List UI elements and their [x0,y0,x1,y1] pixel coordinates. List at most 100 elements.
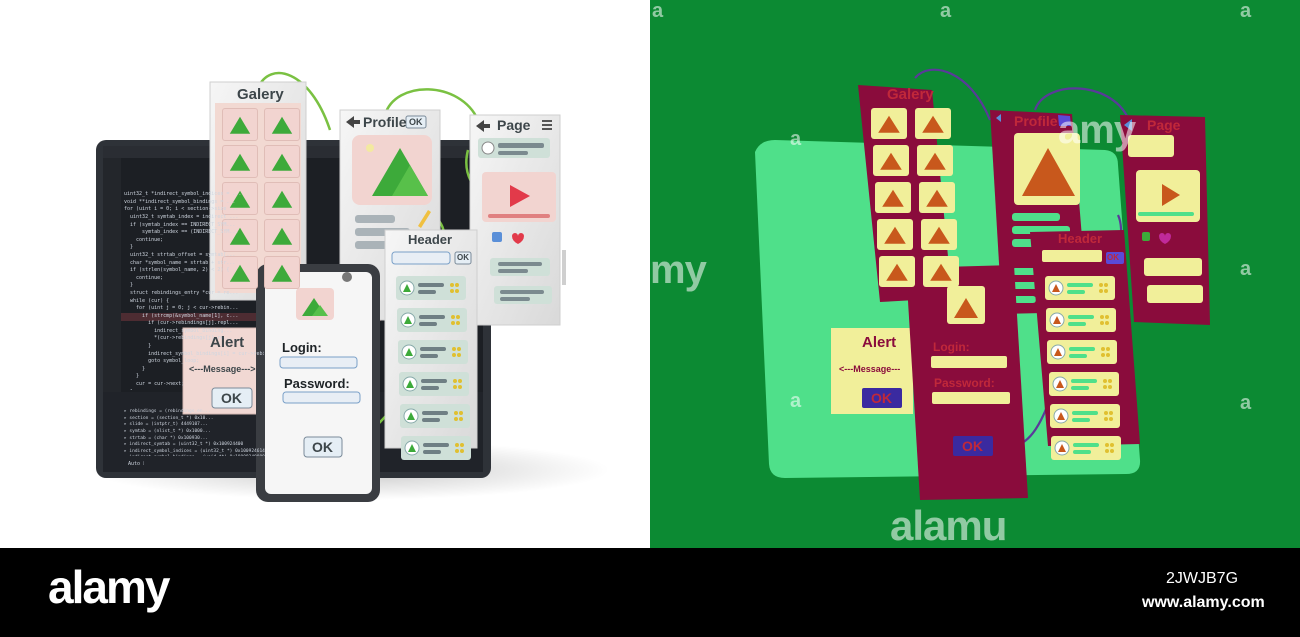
code-editor: uint32_t *indirect_symbol_indices = ...v… [124,176,264,390]
watermark-center-right: amy [1058,108,1136,152]
gallery-tile[interactable] [879,256,915,287]
profile-title: Profile [363,114,407,130]
phone [256,264,380,502]
alert-ok-button[interactable]: OK [221,390,242,406]
footer-image-id: 2JWJB7G [1166,570,1239,587]
watermark-a: a [595,0,607,22]
mountain-icon [880,152,902,170]
header-list-item[interactable] [400,404,470,428]
password-label: Password: [934,376,995,390]
code-line: indirect_symbol_binding... [124,327,233,334]
left-scene: uint32_t *indirect_symbol_indices = ...v… [0,0,650,548]
code-line: } [124,343,152,350]
header-list-item[interactable] [1048,372,1119,396]
list-item-thumbnail [1052,376,1112,392]
gallery-tile[interactable] [222,182,258,215]
phone-ok-button[interactable]: OK [962,438,983,454]
code-line: cur = cur->next; [124,381,185,388]
header-title: Header [1058,231,1103,246]
right-illustration [755,68,1210,500]
gallery-tile[interactable] [264,145,300,178]
login-label: Login: [282,340,322,355]
page-panel [1120,115,1210,325]
list-item-thumbnail [402,376,462,392]
login-input[interactable] [280,357,357,368]
right-scene: Galery Profile Page Header OK Alert <---… [650,0,1300,548]
gallery-tile[interactable] [877,219,913,250]
gallery-tile[interactable] [264,256,300,289]
gallery-tile[interactable] [222,145,258,178]
footer-site: www.alamy.com [1142,594,1265,611]
mountain-icon [271,227,293,245]
header-list-item[interactable] [1051,436,1121,460]
mountain-icon [878,115,900,133]
header-ok-button[interactable]: OK [457,253,469,262]
alert-ok-button[interactable]: OK [871,390,892,406]
code-line: while (cur) { [124,297,170,304]
debug-line: ▸ section = (section_t *) 0x10... [124,415,214,421]
mountain-icon [229,264,251,282]
gallery-tile[interactable] [222,256,258,289]
debug-line: ▸ indirect_symbol_bindings = (void **) 0… [124,455,374,456]
mountain-icon [928,226,950,244]
watermark-a: a [940,0,952,22]
list-item-thumbnail [400,312,460,328]
code-line: void **indirect_symbol_bindings = ... [124,198,236,205]
phone-ok-button[interactable]: OK [312,439,333,455]
gallery-tile[interactable] [875,182,911,213]
header-list-item[interactable] [398,340,468,364]
header-list-item[interactable] [399,372,469,396]
debug-line: ▸ indirect_symtab = (uint32_t *) 0x10092… [124,442,244,448]
mountain-icon [229,190,251,208]
debug-line: ▸ slide = (intptr_t) 4449107... [124,422,208,428]
page-title: Page [1147,117,1181,133]
watermark-a: a [1240,392,1252,414]
gallery-tile[interactable] [873,145,909,176]
list-item-thumbnail [1054,440,1114,456]
password-input[interactable] [283,392,360,403]
gallery-tile[interactable] [264,108,300,141]
profile-title: Profile [1014,113,1058,129]
code-line: } [124,282,134,289]
gallery-tile[interactable] [264,219,300,252]
watermark-bottom: alamu [890,502,1007,549]
alert-message: <---Message---> [189,364,256,374]
header-ok-button[interactable]: OK [1107,253,1119,262]
header-list-item[interactable] [397,308,467,332]
watermark-a: a [1240,258,1252,280]
gallery-tile[interactable] [915,108,951,139]
alert-card [182,327,268,415]
gallery-tile[interactable] [871,108,907,139]
gallery-tile[interactable] [222,219,258,252]
gallery-tile[interactable] [917,145,953,176]
gallery-tile[interactable] [919,182,955,213]
alert-title: Alert [210,334,245,351]
code-line: indirect_symbol_bindings[i] = cur->rebin… [124,350,264,357]
gallery-tile[interactable] [222,108,258,141]
header-list-item[interactable] [1049,404,1120,428]
list-item-thumbnail [1053,408,1113,424]
gallery-tile[interactable] [923,256,959,287]
footer-logo: alamy [48,561,170,613]
list-item-thumbnail [399,280,459,296]
header-list-item[interactable] [1047,340,1118,364]
mountain-icon [229,116,251,134]
code-line: goto symbol_loop; [124,358,200,365]
debug-variables: ▸ rebindings = (rebindings_en...▸ sectio… [124,396,374,456]
mountain-icon [271,264,293,282]
mountain-icon [229,153,251,171]
alert-card [831,328,913,414]
header-list-item[interactable] [1045,276,1115,300]
gallery-tile[interactable] [921,219,957,250]
header-list-item[interactable] [1046,308,1117,332]
gallery-tile[interactable] [264,182,300,215]
mountain-icon [930,263,952,281]
watermark-a: a [652,0,664,22]
phone [906,265,1028,500]
code-line: } [124,373,140,380]
header-list-item[interactable] [396,276,466,300]
profile-ok-button[interactable]: OK [409,117,423,127]
header-list-item[interactable] [401,436,471,460]
code-line: for (uint j = 0; j < cur->rebin... [124,305,239,312]
debug-line: ▸ indirect_symbol_indices = (uint32_t *)… [124,448,265,454]
